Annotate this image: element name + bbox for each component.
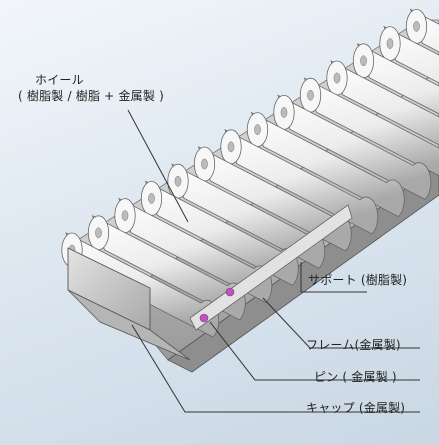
roller xyxy=(246,111,405,218)
support-label: サポート (樹脂製) xyxy=(308,273,408,287)
roller xyxy=(352,42,439,115)
roller xyxy=(140,180,299,286)
roller xyxy=(326,60,439,146)
pin-marker xyxy=(199,313,209,323)
leader-wheel xyxy=(127,109,189,223)
wheel-label: ホイール xyxy=(35,73,84,87)
leader-cap xyxy=(131,324,420,413)
leader-frame xyxy=(262,297,420,349)
frame-label: フレーム(金属製) xyxy=(306,338,401,352)
roller xyxy=(167,163,326,269)
end-cap-foot xyxy=(67,289,191,361)
cap-label: キャップ (金属製) xyxy=(306,401,406,415)
roller xyxy=(405,8,439,53)
roller xyxy=(114,197,273,304)
wheel-material-label: ( 樹脂製 / 樹脂 + 金属製 ) xyxy=(18,89,164,103)
pin-label: ピン ( 金属製 ) xyxy=(314,370,397,384)
leader-pin xyxy=(209,321,420,381)
roller xyxy=(299,77,439,177)
support-strip xyxy=(189,204,353,331)
pin-marker xyxy=(225,287,235,297)
roller xyxy=(220,128,379,235)
roller-group xyxy=(61,8,439,338)
leader-support xyxy=(300,262,367,293)
roller xyxy=(379,25,439,84)
roller xyxy=(273,94,432,200)
